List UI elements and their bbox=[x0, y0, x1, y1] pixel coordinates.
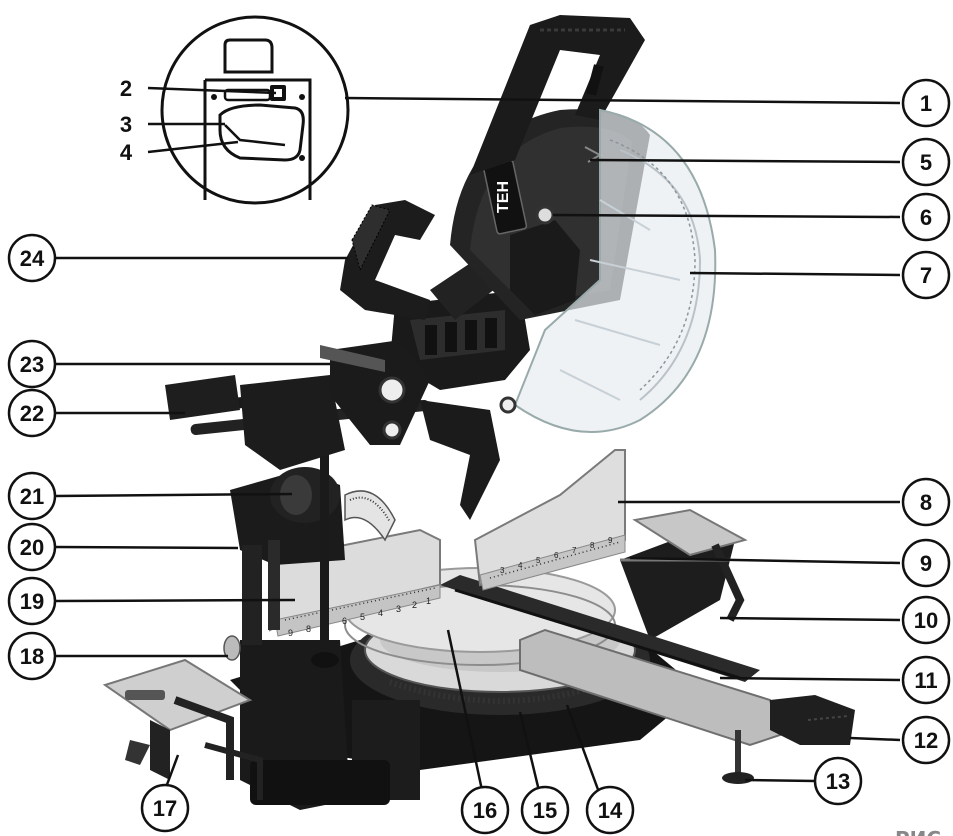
callout-17: 17 bbox=[153, 796, 177, 821]
callout-19: 19 bbox=[20, 589, 44, 614]
callout-bubble-15 bbox=[520, 785, 570, 835]
front-handle bbox=[770, 695, 855, 745]
callout-3: 3 bbox=[120, 112, 132, 137]
callout-13: 13 bbox=[826, 769, 850, 794]
right-extension bbox=[620, 508, 748, 640]
callout-24: 24 bbox=[20, 246, 45, 271]
callout-bubble-20 bbox=[7, 522, 57, 572]
callout-bubble-24 bbox=[7, 233, 57, 283]
callout-bubble-18 bbox=[7, 631, 57, 681]
callout-18: 18 bbox=[20, 644, 44, 669]
callout-1: 1 bbox=[920, 91, 932, 116]
callout-bubble-1 bbox=[901, 78, 951, 128]
callout-16: 16 bbox=[473, 798, 497, 823]
callout-7: 7 bbox=[920, 263, 932, 288]
callout-bubble-14 bbox=[585, 785, 635, 835]
bevel-column bbox=[223, 450, 396, 668]
callout-12: 12 bbox=[914, 728, 938, 753]
callout-bubble-9 bbox=[901, 538, 951, 588]
callout-20: 20 bbox=[20, 535, 44, 560]
callout-numbers: 1 5 6 7 8 9 10 11 12 13 14 15 16 17 18 1… bbox=[20, 91, 938, 823]
figure-label: РИС bbox=[895, 827, 941, 836]
scale-label: 5 bbox=[536, 556, 541, 565]
scale-label: 3 bbox=[396, 604, 401, 614]
callout-23: 23 bbox=[20, 352, 44, 377]
scale-label: 9 bbox=[288, 628, 293, 638]
fences: 9 8 7 6 5 4 3 2 1 3 4 5 6 7 8 9 bbox=[269, 449, 626, 638]
leader-lines bbox=[54, 86, 901, 796]
scale-label: 8 bbox=[306, 624, 311, 634]
right-fence-scale: 3 4 5 6 7 8 9 bbox=[489, 536, 621, 579]
scale-label: 6 bbox=[554, 551, 559, 560]
callout-2: 2 bbox=[120, 76, 132, 101]
callout-bubble-5 bbox=[901, 137, 951, 187]
scale-label: 5 bbox=[360, 612, 365, 622]
callout-bubble-11 bbox=[901, 655, 951, 705]
callout-10: 10 bbox=[914, 608, 938, 633]
rear-handle bbox=[340, 200, 435, 320]
callout-bubble-13 bbox=[813, 756, 863, 806]
top-handle bbox=[470, 15, 645, 175]
callout-4: 4 bbox=[120, 140, 133, 165]
blade-hub bbox=[510, 220, 580, 315]
callouts bbox=[7, 78, 951, 835]
callout-bubble-17 bbox=[140, 783, 190, 833]
callout-bubble-8 bbox=[901, 477, 951, 527]
scale-label: 7 bbox=[572, 546, 577, 555]
left-support bbox=[102, 640, 420, 810]
callout-bubble-12 bbox=[901, 715, 951, 765]
callouts-inset: 2 3 4 bbox=[120, 76, 133, 165]
callout-21: 21 bbox=[20, 484, 44, 509]
callout-8: 8 bbox=[920, 490, 932, 515]
scale-label: 2 bbox=[412, 600, 417, 610]
callout-bubble-21 bbox=[7, 471, 57, 521]
callout-bubble-7 bbox=[901, 250, 951, 300]
scale-label: 3 bbox=[500, 566, 505, 575]
scale-label: 1 bbox=[426, 596, 431, 606]
callout-bubble-10 bbox=[901, 595, 951, 645]
scale-label: 9 bbox=[608, 536, 613, 545]
miter-arm bbox=[440, 575, 855, 784]
brand-text: TEH bbox=[495, 181, 512, 213]
scale-label: 8 bbox=[590, 541, 595, 550]
lower-blade-guard bbox=[499, 108, 717, 433]
callout-5: 5 bbox=[920, 150, 932, 175]
callout-bubble-6 bbox=[901, 192, 951, 242]
scale-label: 4 bbox=[518, 561, 523, 570]
callout-bubble-19 bbox=[7, 576, 57, 626]
callout-bubble-16 bbox=[460, 785, 510, 835]
scale-label: 4 bbox=[378, 608, 383, 618]
callout-15: 15 bbox=[533, 798, 557, 823]
callout-9: 9 bbox=[920, 551, 932, 576]
callout-bubble-23 bbox=[7, 339, 57, 389]
inset-detail bbox=[160, 15, 350, 205]
callout-22: 22 bbox=[20, 401, 44, 426]
scale-label: 6 bbox=[342, 616, 347, 626]
callout-14: 14 bbox=[598, 798, 623, 823]
callout-11: 11 bbox=[914, 668, 937, 693]
callout-6: 6 bbox=[920, 205, 932, 230]
callout-bubble-22 bbox=[7, 388, 57, 438]
